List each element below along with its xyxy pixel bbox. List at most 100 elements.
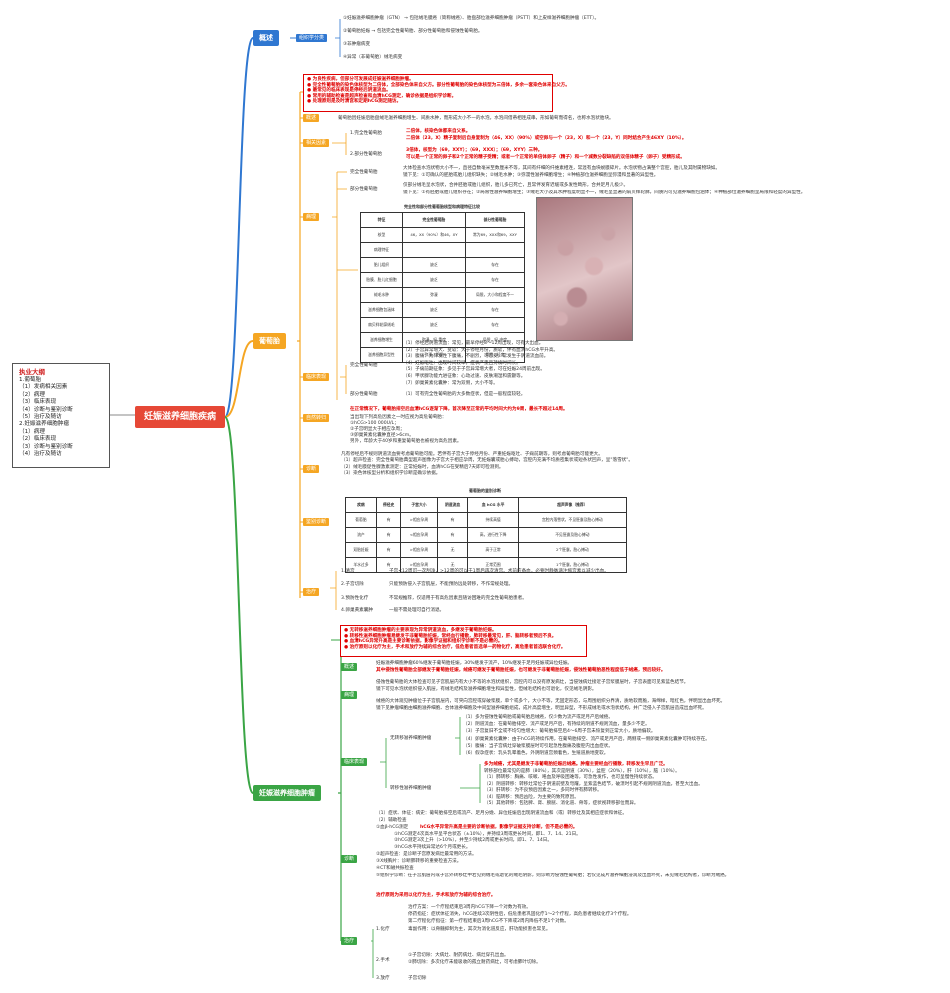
outline-item: （1）发病相关因素	[19, 384, 68, 391]
table-cell: 完全性葡萄胎	[401, 212, 466, 228]
table-cell: 持续高值	[467, 512, 519, 528]
table-cell: 羊水过多	[345, 557, 377, 573]
table-cell: 有	[375, 527, 402, 543]
meta-label: 转移性滋养细胞肿瘤	[390, 786, 432, 791]
gtn-trunk	[338, 640, 342, 941]
tag-mole-pathology[interactable]: 病理	[303, 213, 320, 221]
table-differential-diagnosis: 疾病停经史子宫大小阴道流血血 hCG 水平超声声像（推荐）葡萄胎有>相应孕周有持…	[345, 497, 628, 573]
tag-mole-treatment[interactable]: 治疗	[303, 588, 320, 596]
table-row: 流产有<相应孕周有高，进行性下降不见胚囊及胎心搏动	[345, 527, 628, 543]
table2-title: 葡萄胎的鉴别诊断	[469, 488, 501, 493]
table-header-row: 疾病停经史子宫大小阴道流血血 hCG 水平超声声像（推荐）	[345, 497, 628, 513]
tag-mole-differential[interactable]: 鉴别诊断	[303, 518, 330, 526]
root-node[interactable]: 妊娠滋养细胞疾病	[135, 406, 225, 428]
mole-keypoint: ● 常用的辅助检查是超声检查和血清hCG测定，确诊依据是组织学诊断。	[307, 93, 457, 99]
meta-item: （1）肺转移：胸痛、咳嗽、咯血及呼吸困难等，可急性发作，也可呈慢性持续状态。	[484, 775, 657, 781]
table-cell: 弥漫，明显	[401, 347, 466, 363]
table-cell: 缺乏	[401, 302, 466, 318]
gtn-path-2: 镜下可见水泡状组织侵入肌层，有绒毛结构及滋养细胞增生和异型性，但绒毛结构也可退化…	[376, 687, 597, 692]
table-cell: 高，进行性下降	[467, 527, 519, 543]
tag-gtn-diagnosis[interactable]: 诊断	[341, 855, 358, 863]
cause-partial-label: 2.部分性葡萄胎	[350, 152, 382, 157]
meta-keypoint: 多为绒癌，尤其是继发于非葡萄胎妊娠后绒癌。肿瘤主要经血行播散，转移发生早且广泛。	[484, 762, 668, 767]
overview-items-connector	[335, 19, 341, 57]
follow-line: 另外，年龄大于40岁和重复葡萄胎也被视为高危因素。	[350, 439, 462, 444]
mole-keypoints-box: ● 为良性疾病，但部分可发展成妊娠滋养细胞肿瘤。● 完全性葡萄胎的染色体核型为二…	[303, 74, 570, 112]
nonmeta-item: （5）腹痛：当子宫病灶穿破浆膜层时可引起急性腹痛及腹腔内出血症状。	[463, 743, 613, 749]
clinical-item: （1）停经后阴道流血：常见，最早停经8～12周出现，可有大出血。	[403, 341, 544, 346]
tag-gtn-treatment[interactable]: 治疗	[341, 937, 358, 945]
table-cell: 无	[436, 557, 469, 573]
table-cell: 存在	[464, 257, 526, 273]
table-row: 胎儿组织缺乏存在	[360, 257, 526, 273]
tag-gtn-summary[interactable]: 概述	[341, 663, 358, 671]
tag-mole-diagnosis[interactable]: 诊断	[303, 465, 320, 473]
meta-item: （4）脑转移：预后凶险，为主要的致死原因。	[484, 794, 579, 800]
branch-overview[interactable]: 概述	[253, 30, 279, 46]
gtn-diag-line: ②超声检查：是诊断子宫原发病灶最常用的方法。	[376, 852, 477, 857]
clinical-item: （2）子宫异常增大、变软：大于停经月份，质软，伴有血清hCG水平升高。	[403, 347, 559, 353]
table-cell: 存在	[464, 272, 526, 288]
mole-keypoint: ● 处理原则是及时清宫和定期hCG测定随访。	[307, 99, 402, 105]
nonmeta-item: （4）卵巢黄素化囊肿：由于hCG的持续作用，在葡萄胎排空、流产或足月产后，两侧或…	[463, 736, 710, 742]
cause-complete-1: 二倍体，核染色体都来自父系。	[406, 129, 471, 134]
gtn-path-3: 绒癌的大体观见肿瘤位于子宫肌层内，可突向宫腔或穿破浆膜，单个或多个，大小不等，无…	[376, 699, 726, 704]
diagnosis-line: 凡有停经后不规则阴道流血要考虑葡萄胎可能。若伴有子宫大于停经月份、严重妊娠呕吐、…	[341, 452, 603, 457]
table-cell: 有	[375, 542, 402, 558]
gtn-clin-connector	[380, 738, 387, 788]
table-cell: 缺乏	[401, 257, 466, 273]
table-cell	[464, 242, 526, 258]
gtn-keypoints-box: ● 无转移滋养细胞肿瘤的主要表现为异常阴道流血，多继发于葡萄胎妊娠。● 转移性滋…	[340, 625, 587, 657]
outline-item: 1.葡萄胎	[19, 377, 42, 383]
gtn-path-4: 镜下见肿瘤细胞由细胞滋养细胞、合体滋养细胞及中间型滋养细胞组成，成片高度增生，明…	[376, 706, 707, 711]
clinical-item: （5）子痫前期征象：多见于子宫异常增大者，可在妊娠24周前出现。	[403, 367, 545, 373]
outline-item: （5）治疗及随访	[19, 414, 62, 421]
branch-gtn[interactable]: 妊娠滋养细胞肿瘤	[253, 785, 321, 801]
gtn-keypoint: ● 治疗原则以化疗为主，手术和放疗为辅的综合治疗，低危患者首选单一药物化疗，高危…	[344, 644, 566, 650]
tag-mole-followup[interactable]: 自然转归	[303, 414, 330, 422]
path-complete-1: 大体检查水泡状物大小不一，直径自数毫米至数厘米不等，其间有纤细的纤维素相连，常混…	[403, 166, 720, 171]
overview-item: ①妊娠滋养细胞肿瘤（GTN） → 包括绒毛膜癌（简称绒癌）、胎盘部位滋养细胞肿瘤…	[343, 16, 600, 21]
table-cell: 2个胚囊，胎心搏动	[517, 542, 628, 558]
outline-item: 2.妊娠滋养细胞肿瘤	[19, 421, 70, 428]
gtn-treat-keypoint: 治疗原则为采用以化疗为主，手术和放疗为辅的综合治疗。	[376, 893, 496, 898]
tag-mole-cause[interactable]: 相关因素	[303, 139, 330, 147]
gtn-diag-keypoint: hCG水平异常升高是主要的诊断依据，影像学证据支持诊断，但不是必需的。	[420, 825, 578, 830]
follow-line: 当出现下列高危因素之一时应视为高危葡萄胎：	[350, 415, 447, 420]
meta-item: （5）其他转移：包括脾、肾、膀胱、消化道、骨等，症状视转移部位而异。	[484, 801, 639, 806]
table-row: 滋养细胞包涵体缺乏存在	[360, 302, 526, 318]
tag-mole-clinical[interactable]: 临床表现	[303, 373, 330, 381]
table-cell: 部分性葡萄胎	[464, 212, 526, 228]
table-header-row: 特征完全性葡萄胎部分性葡萄胎	[360, 212, 526, 228]
gtn-treat-connector	[371, 929, 374, 978]
mole-connector	[224, 340, 254, 418]
gtn-diag-sub: ①hCG测定4次高水平呈平台状态（±10%），并持续3周或更长时间，即1、7、1…	[394, 832, 581, 837]
treatment-text: 只能预防侵入子宫肌层，不能预防远处转移，不作常规处理。	[389, 582, 514, 587]
gtn-treat-label: 3.放疗	[376, 976, 390, 981]
cause-complete-label: 1.完全性葡萄胎	[350, 131, 382, 136]
tag-mole-summary[interactable]: 概述	[303, 114, 320, 122]
table-cell: >相应孕周	[400, 542, 438, 558]
table-cell: 高于正常	[467, 542, 519, 558]
table-cell: 1个胚囊，胎心搏动	[517, 557, 628, 573]
table-cell: 子宫大小	[400, 497, 438, 513]
tag-gtn-clinical[interactable]: 临床表现	[341, 758, 368, 766]
table-cell: 特征	[360, 212, 403, 228]
table-row: 病理特征	[360, 242, 526, 258]
branch-hydatidiform-mole[interactable]: 葡萄胎	[253, 333, 286, 349]
gtn-treat-line: 子宫切除	[408, 976, 427, 981]
table-cell: 局限，轻度	[464, 347, 526, 363]
tag-gtn-pathology[interactable]: 病理	[341, 691, 358, 699]
tag-histology-class[interactable]: 组织学分类	[296, 34, 328, 42]
clinical-connector	[340, 365, 347, 394]
nonmeta-connector	[455, 717, 461, 755]
clinical-partial-label: 部分性葡萄胎	[350, 392, 378, 397]
table-cell: 疾病	[345, 497, 377, 513]
table-row: 葡萄胎有>相应孕周有持续高值宫腔内落雪状，不见胚囊及胎心搏动	[345, 512, 628, 528]
clinical-item: （3）腹痛：为阵发性下腹痛，不剧烈，可忍受，常发生于阴道流血前。	[403, 354, 549, 360]
table-cell: 葡萄胎	[345, 512, 377, 528]
cause-partial-2: 可以是一个正常的卵子和2个正常的精子受精；或者一个正常的单倍体卵子（精子）和一个…	[406, 155, 685, 160]
